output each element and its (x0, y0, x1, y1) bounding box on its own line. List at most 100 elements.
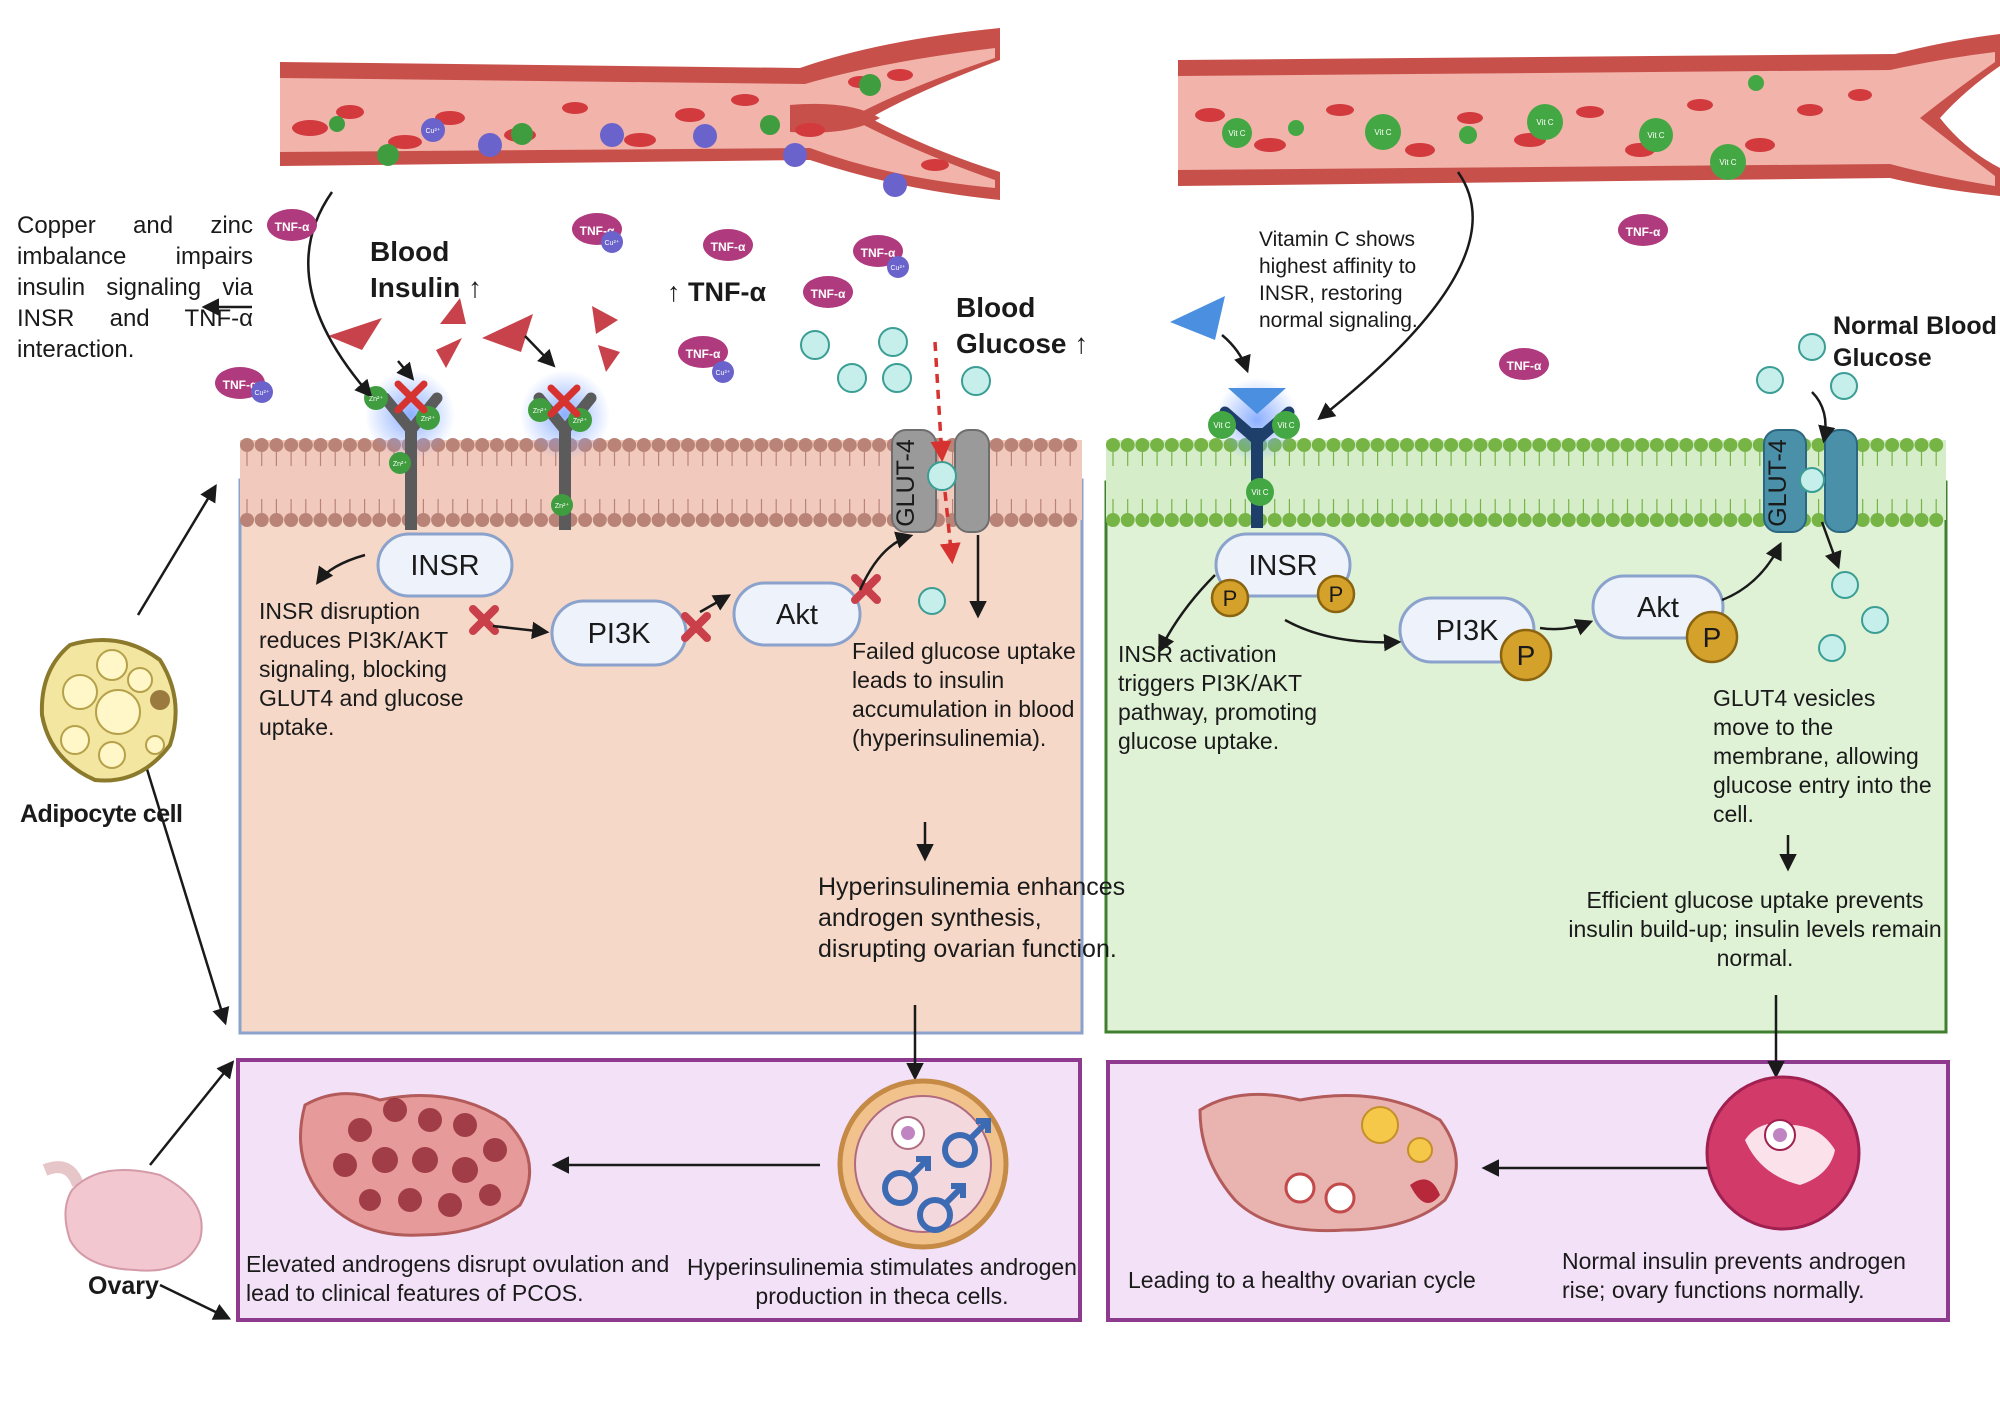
lipid-head (857, 513, 872, 527)
lipid-head (1135, 438, 1150, 452)
glut4-left: GLUT-4 (891, 429, 990, 533)
lipid-head (1048, 438, 1063, 452)
insr-activation-text: INSR activation triggers PI3K/AKT pathwa… (1118, 641, 1318, 754)
svg-text:INSR: INSR (1248, 550, 1317, 582)
lipid-head (607, 513, 622, 527)
svg-text:PI3K: PI3K (588, 618, 652, 650)
lipid-head (636, 513, 651, 527)
lipid-head (1855, 513, 1870, 527)
lipid-head (798, 438, 813, 452)
lipid-head (357, 513, 372, 527)
lipid-head (754, 438, 769, 452)
glut4-right: GLUT-4 (1763, 429, 1858, 533)
lipid-head (695, 438, 710, 452)
cu-labels: Cu²⁺ Cu²⁺ Cu²⁺ Cu²⁺ Cu²⁺ (255, 127, 906, 397)
lipid-head (607, 438, 622, 452)
svg-text:Cu²⁺: Cu²⁺ (426, 127, 441, 135)
lipid-head (357, 438, 372, 452)
healthy-cycle-text: Leading to a healthy ovarian cycle (1128, 1267, 1476, 1293)
lipid-head (1488, 438, 1503, 452)
node-pi3k-left: PI3K (550, 599, 688, 667)
lipid-head (1311, 438, 1326, 452)
lipid-head (1870, 438, 1885, 452)
lipid-head (1679, 513, 1694, 527)
lipid-head (1708, 438, 1723, 452)
normal-glucose-label: Normal Blood Glucose (1833, 312, 1997, 372)
lipid-head (1811, 438, 1826, 452)
lipid-head (475, 438, 490, 452)
lipid-head (1870, 513, 1885, 527)
svg-text:TNF-α: TNF-α (811, 287, 846, 301)
lipid-head (1370, 438, 1385, 452)
svg-text:TNF-α: TNF-α (861, 246, 896, 260)
lipid-head (872, 513, 887, 527)
lipid-head (1106, 513, 1120, 527)
tnf-badges: TNF-α TNF-α TNF-α TNF-α TNF-α TNF-α TNF-… (215, 209, 1668, 399)
glut4-left-label: GLUT-4 (892, 439, 920, 527)
lipid-head (1164, 438, 1179, 452)
normal-follicle-illustration (1705, 1075, 1861, 1231)
lipid-head (622, 438, 637, 452)
lipid-head (769, 513, 784, 527)
tnf-alpha-label: ↑ TNF-α (667, 277, 767, 307)
lipid-head (739, 438, 754, 452)
lipid-head (1679, 438, 1694, 452)
lipid-head (431, 513, 446, 527)
lipid-head (1855, 438, 1870, 452)
lipid-head (1106, 438, 1120, 452)
lipid-head (666, 513, 681, 527)
lipid-head (1019, 513, 1034, 527)
pcos-text: Elevated androgens disrupt ovulation and… (246, 1251, 670, 1306)
lipid-head (1929, 438, 1944, 452)
lipid-head (1150, 438, 1165, 452)
lipid-head (1723, 438, 1738, 452)
lipid-head (1591, 438, 1606, 452)
lipid-head (1297, 513, 1312, 527)
lipid-head (1444, 438, 1459, 452)
lipid-head (1561, 438, 1576, 452)
ovary-label: Ovary (88, 1272, 159, 1300)
lipid-head (1194, 513, 1209, 527)
svg-text:Zn²⁺: Zn²⁺ (555, 502, 570, 510)
phospho-labels: P P P P (1223, 582, 1722, 671)
svg-text:Zn²⁺: Zn²⁺ (393, 460, 408, 468)
pcos-ovary-illustration (299, 1092, 532, 1237)
lipid-head (284, 438, 299, 452)
cu-badges (251, 231, 909, 403)
lipid-head (681, 513, 695, 527)
lipid-head (1150, 513, 1165, 527)
lipid-head (592, 513, 607, 527)
lipid-head (695, 513, 710, 527)
lipid-head (298, 438, 313, 452)
lipid-head (1326, 438, 1341, 452)
glucose-blocked-arrow (930, 341, 952, 463)
lipid-head (651, 513, 666, 527)
lipid-head (1223, 513, 1238, 527)
lipid-head (754, 513, 769, 527)
lipid-head (328, 513, 343, 527)
androgen-symbols (882, 1118, 991, 1233)
lipid-head (475, 513, 490, 527)
lipid-head (578, 513, 593, 527)
svg-text:P: P (1703, 622, 1722, 653)
lipid-head (1561, 513, 1576, 527)
svg-text:P: P (1223, 586, 1238, 611)
lipid-head (1414, 438, 1429, 452)
lipid-head (1004, 513, 1019, 527)
lipid-head (636, 438, 651, 452)
lipid-head (504, 513, 519, 527)
vitamin-c-molecule (1170, 296, 1225, 340)
lipid-head (1473, 513, 1488, 527)
lipid-head (1063, 438, 1078, 452)
lipid-head (240, 438, 254, 452)
svg-text:TNF-α: TNF-α (686, 347, 721, 361)
glucose-left (800, 327, 991, 615)
lipid-head (1914, 513, 1929, 527)
lipid-head (1885, 513, 1900, 527)
svg-text:TNF-α: TNF-α (711, 240, 746, 254)
lipid-head (666, 438, 681, 452)
svg-text:Akt: Akt (1637, 592, 1679, 624)
lipid-head (1004, 438, 1019, 452)
lipid-head (1164, 513, 1179, 527)
lipid-head (1885, 438, 1900, 452)
